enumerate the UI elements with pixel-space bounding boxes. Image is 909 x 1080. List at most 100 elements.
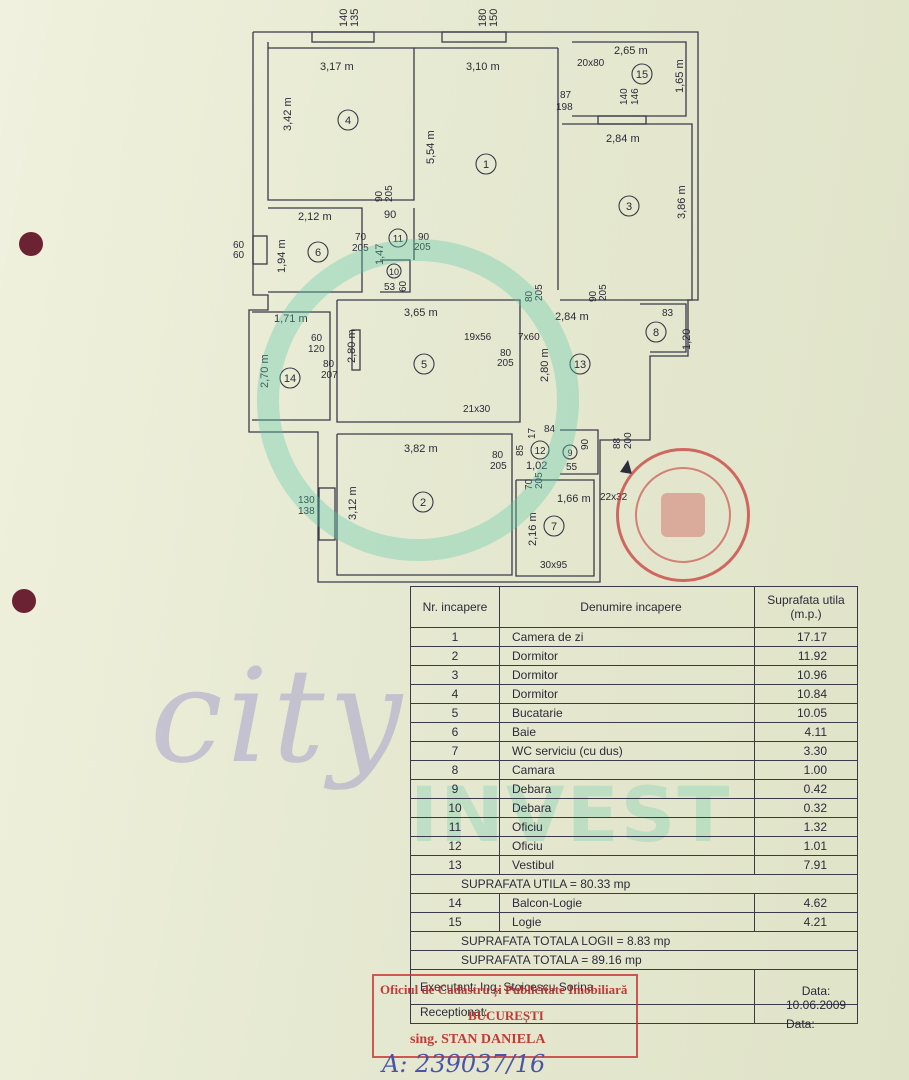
dim-label: 146 (630, 88, 641, 105)
dim-label: 205 (490, 461, 507, 472)
room-area-cell: 4.21 (754, 912, 858, 932)
plan-walls (248, 31, 699, 583)
room-name-cell: Oficiu (499, 836, 755, 856)
receptionat-date-cell (754, 1004, 858, 1024)
executant-date: Data: 10.06.2009 (786, 984, 846, 1012)
dim-label: 22x32 (600, 492, 628, 503)
dim-label: 80 (524, 290, 535, 302)
dim-label: 2,70 m (259, 354, 271, 388)
header-name: Denumire incapere (499, 586, 755, 628)
dim-label: 1,94 m (276, 239, 288, 273)
dim-label: 2,12 m (298, 211, 332, 223)
room-name-cell: Bucatarie (499, 703, 755, 723)
executant-label: Executant: Ing. Stoicescu Sorina (420, 980, 594, 994)
room-area-cell: 7.91 (754, 855, 858, 875)
room-nr-cell: 15 (410, 912, 500, 932)
room-nr-cell: 6 (410, 722, 500, 742)
dim-label: 83 (662, 308, 674, 319)
dim-label: 21x30 (463, 404, 491, 415)
room-nr-cell: 7 (410, 741, 500, 761)
room-nr-cell: 13 (410, 855, 500, 875)
room-number: 12 (534, 446, 546, 457)
executant-date-label: Data: (801, 984, 831, 998)
room-nr-cell: 1 (410, 627, 500, 647)
room-area-cell: 4.11 (754, 722, 858, 742)
dim-label: 2,84 m (555, 311, 589, 323)
dim-label: 90 (384, 209, 396, 221)
dim-label: 60 (311, 333, 323, 344)
north-arrow-icon (620, 460, 632, 474)
round-stamp-inner (635, 467, 731, 563)
room-number: 6 (315, 247, 321, 259)
dim-label: 205 (534, 284, 545, 301)
room-number: 9 (567, 448, 572, 458)
dim-label: 205 (497, 358, 514, 369)
dim-label: 3,10 m (466, 61, 500, 73)
room-name-cell: Camara (499, 760, 755, 780)
total-utila: SUPRAFATA UTILA = 80.33 mp (410, 874, 858, 894)
dim-label: 70 (355, 232, 367, 243)
room-nr-cell: 11 (410, 817, 500, 837)
dim-label: 7x60 (518, 332, 540, 343)
room-area-cell: 0.32 (754, 798, 858, 818)
room-name-cell: Balcon-Logie (499, 893, 755, 913)
header-area: Suprafata utila (m.p.) (754, 586, 858, 628)
dim-label: 2,16 m (527, 512, 539, 546)
room-nr-cell: 12 (410, 836, 500, 856)
grand-total-row: SUPRAFATA TOTALA = 89.16 mp (410, 950, 858, 970)
table-header-row: Nr. incapere Denumire incapere Suprafata… (410, 586, 858, 628)
dim-label: 90 (588, 290, 599, 302)
dim-label: 5,54 m (425, 130, 437, 164)
dim-label: 205 (414, 242, 431, 253)
room-area-cell: 1.32 (754, 817, 858, 837)
dim-label: 205 (384, 185, 395, 202)
dim-label: 60 (398, 280, 409, 292)
receptionat-date-label: Data: (786, 1017, 815, 1031)
room-name-cell: Dormitor (499, 646, 755, 666)
dim-label: 60 (233, 240, 245, 251)
dim-label: 20x80 (577, 58, 605, 69)
room-nr-cell: 4 (410, 684, 500, 704)
room-area-cell: 0.42 (754, 779, 858, 799)
total-logii-row: SUPRAFATA TOTALA LOGII = 8.83 mp (410, 931, 858, 951)
dim-label: 90 (418, 232, 430, 243)
dim-label: 138 (298, 506, 315, 517)
room-numbers: 1 2 3 4 5 6 7 8 9 10 11 12 13 14 15 (284, 69, 659, 533)
dim-label: 1,65 m (674, 59, 686, 93)
room-name-cell: Vestibul (499, 855, 755, 875)
room-nr-cell: 14 (410, 893, 500, 913)
room-number: 11 (393, 234, 404, 245)
dim-label: 2,84 m (606, 133, 640, 145)
dim-label: 205 (598, 284, 609, 301)
dim-label: 198 (556, 102, 573, 113)
dim-label: 1,71 m (274, 313, 308, 325)
room-number: 1 (483, 159, 489, 171)
dim-label: 3,65 m (404, 307, 438, 319)
room-number: 8 (653, 327, 659, 339)
handwritten-note: A: 239037/16 (382, 1050, 546, 1078)
room-number: 4 (345, 115, 351, 127)
room-number: 2 (420, 497, 426, 509)
executant-date-value: 10.06.2009 (786, 998, 847, 1012)
dim-label: 3,12 m (347, 486, 359, 520)
room-area-cell: 10.84 (754, 684, 858, 704)
header-nr: Nr. incapere (410, 586, 500, 628)
dim-label: 1,02 (526, 460, 547, 472)
binder-hole-top (19, 232, 43, 256)
room-nr-cell: 9 (410, 779, 500, 799)
dim-label: 87 (560, 90, 572, 101)
room-number: 15 (636, 69, 648, 81)
dim-label: 2,80 m (539, 348, 551, 382)
dim-label: 150 (488, 9, 500, 27)
room-area-cell: 1.00 (754, 760, 858, 780)
dim-label: 180 (477, 9, 489, 27)
